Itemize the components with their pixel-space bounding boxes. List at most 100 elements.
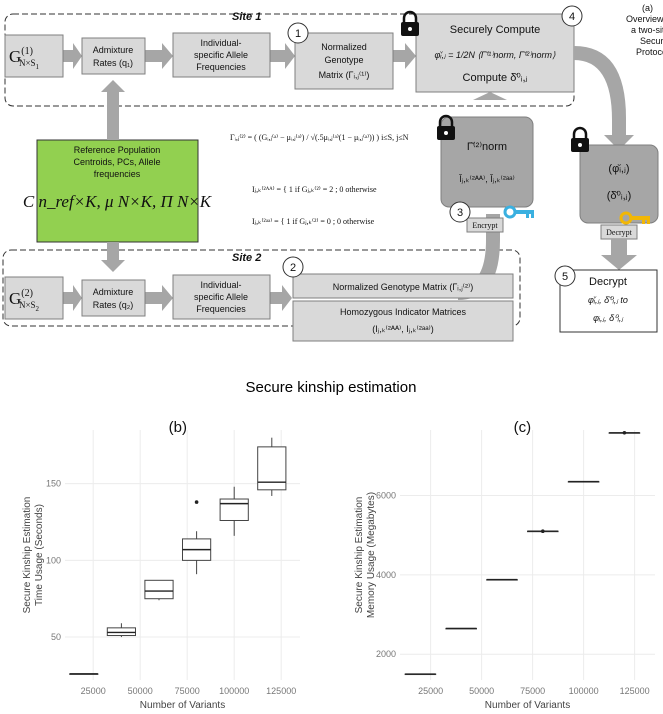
formula-IAA: Iⱼ,ₖ⁽²ᴬᴬ⁾ = { 1 if Gⱼ,ₖ⁽²⁾ = 2 ; 0 other… <box>252 185 377 194</box>
x-tick-label: 100000 <box>219 686 249 696</box>
step-1-badge <box>287 22 309 44</box>
encrypted-box <box>440 116 534 208</box>
box <box>106 627 137 637</box>
x-tick-label: 125000 <box>620 686 650 696</box>
y-tick-label: 4000 <box>376 570 396 580</box>
admix1-box <box>81 37 146 75</box>
admix1-line-1: Admixture <box>93 45 134 55</box>
isaf1-line-1: Individual- <box>200 38 241 48</box>
secure-compute-box <box>415 13 575 93</box>
step-2-label: 2 <box>290 262 296 274</box>
panel-title: (c) <box>514 419 532 436</box>
arrow-enc-secure-head <box>473 92 507 100</box>
isaf2-line-3: Frequencies <box>196 304 246 314</box>
ngm1-line-3: Matrix (Γᵢ,ⱼ⁽¹⁾) <box>319 70 370 80</box>
g1-symbol: G(1)N×S1 <box>9 46 40 71</box>
isaf1-box <box>172 32 271 78</box>
admix2-line-1: Admixture <box>93 287 134 297</box>
outlier-point <box>622 430 627 435</box>
arrow-admix-isaf1 <box>145 43 173 69</box>
arrow-admix-isaf2 <box>145 285 173 311</box>
y-axis-label-line-1: Secure Kinship Estimation <box>22 497 33 614</box>
y-tick-label: 100 <box>46 555 61 565</box>
admix2-line-2: Rates (q₂) <box>93 300 134 310</box>
final-decrypt-box <box>559 269 658 333</box>
box <box>144 579 174 600</box>
step-4-label: 4 <box>569 11 575 23</box>
ngm2-label: Normalized Genotype Matrix (Γᵢ,ⱼ⁽²⁾) <box>333 282 473 292</box>
x-tick-label: 25000 <box>418 686 443 696</box>
y-tick-label: 2000 <box>376 649 396 659</box>
arrow-isaf2-matrices <box>270 285 292 311</box>
site2-label: Site 2 <box>232 252 261 264</box>
site2-outline <box>2 249 521 327</box>
overview-line-3: Secure <box>640 36 663 46</box>
step-2-badge <box>282 256 304 278</box>
ngm1-line-1: Normalized <box>321 42 367 52</box>
step-3-badge <box>449 201 471 223</box>
overview-line-1: Overview of <box>626 14 663 24</box>
x-tick-label: 50000 <box>128 686 153 696</box>
y-axis-label-line-1: Secure Kinship Estimation <box>354 497 365 614</box>
him-line-2: (Iⱼ,ₖ⁽²ᴬᴬ⁾, Iⱼ,ₖ⁽²ᵃᵃ⁾) <box>372 324 434 334</box>
box <box>219 498 249 521</box>
step-5-label: 5 <box>562 271 568 283</box>
arrow-secure-decrypt <box>574 46 634 150</box>
isaf2-box <box>172 274 271 320</box>
y-axis-label-line-2: Time Usage (Seconds) <box>34 504 45 606</box>
admix1-line-2: Rates (q₁) <box>93 58 133 68</box>
y-axis-label-line-2: Memory Usage (Megabytes) <box>366 492 377 618</box>
x-axis-label: Number of Variants <box>140 700 225 711</box>
step-4-badge <box>561 5 583 27</box>
lock-icon-decrypt <box>571 126 589 152</box>
g2-symbol: G(2)N×S2 <box>9 288 40 313</box>
ref-line-3: frequencies <box>94 169 141 179</box>
homozygous-box <box>292 300 514 342</box>
panel-a-tag: (a) <box>642 3 653 13</box>
isaf2-line-2: specific Allele <box>194 292 248 302</box>
dec-line-1: (φ̆ᵢ,ⱼ) <box>608 163 629 175</box>
ngm1-box <box>294 32 394 90</box>
x-tick-label: 75000 <box>175 686 200 696</box>
step-3-label: 3 <box>457 207 463 219</box>
arrow-decrypt-final <box>601 239 637 270</box>
arrow-ngm1-secure <box>393 43 416 69</box>
ref-line-1: Reference Population <box>74 145 161 155</box>
x-tick-label: 125000 <box>266 686 296 696</box>
site1-label: Site 1 <box>232 11 261 23</box>
chart-c: 25000 50000 75000 100000 125000 2000 4000 6000N… <box>354 419 655 711</box>
enc-line-1: Γ̆⁽²⁾norm <box>467 141 507 153</box>
dec-line-2: (δ̆⁰ᵢ,ⱼ) <box>607 190 632 202</box>
x-axis-label: Number of Variants <box>485 700 570 711</box>
key-icon-encrypt <box>503 205 534 219</box>
decrypt-label: Decrypt <box>606 228 633 237</box>
lock-icon <box>401 10 419 36</box>
y-tick-label: 6000 <box>376 490 396 500</box>
overview-line-4: Protocol <box>636 47 663 57</box>
encrypt-label: Encrypt <box>472 221 498 230</box>
ref-symbols: C n_ref×K, μ N×K, Π N×K <box>23 192 213 211</box>
ngm2-box <box>292 273 514 299</box>
outlier-point <box>194 500 199 504</box>
x-tick-label: 50000 <box>469 686 494 696</box>
ref-line-2: Centroids, PCs, Allele <box>73 157 160 167</box>
arrow-g1-admix <box>63 43 82 69</box>
x-tick-label: 100000 <box>569 686 599 696</box>
x-tick-label: 75000 <box>520 686 545 696</box>
decrypted-values-box <box>579 144 659 224</box>
reference-population-box <box>36 139 199 243</box>
encrypt-label-box <box>466 217 504 233</box>
overview-line-2: a two-site <box>631 25 663 35</box>
step-5-badge <box>554 265 576 287</box>
final-line-2: φ̆ᵢ,ⱼ, δ̆⁰ᵢ,ⱼ to <box>588 295 628 305</box>
g2-box <box>4 276 64 320</box>
isaf1-line-2: specific Allele <box>194 50 248 60</box>
g1-box <box>4 34 64 78</box>
y-tick-label: 50 <box>51 632 61 642</box>
box <box>257 446 287 491</box>
arrow-isaf1-ngm1 <box>270 43 295 69</box>
isaf2-line-1: Individual- <box>200 280 241 290</box>
arrow-ref-admix1 <box>101 80 125 140</box>
formula-gamma: Γᵢ,ⱼ⁽²⁾ = ( (Gᵢ,ⱼ⁽ᵃ⁾ − μᵢ,ⱼ⁽ᵃ⁾) / √(.5μᵢ… <box>230 133 409 142</box>
